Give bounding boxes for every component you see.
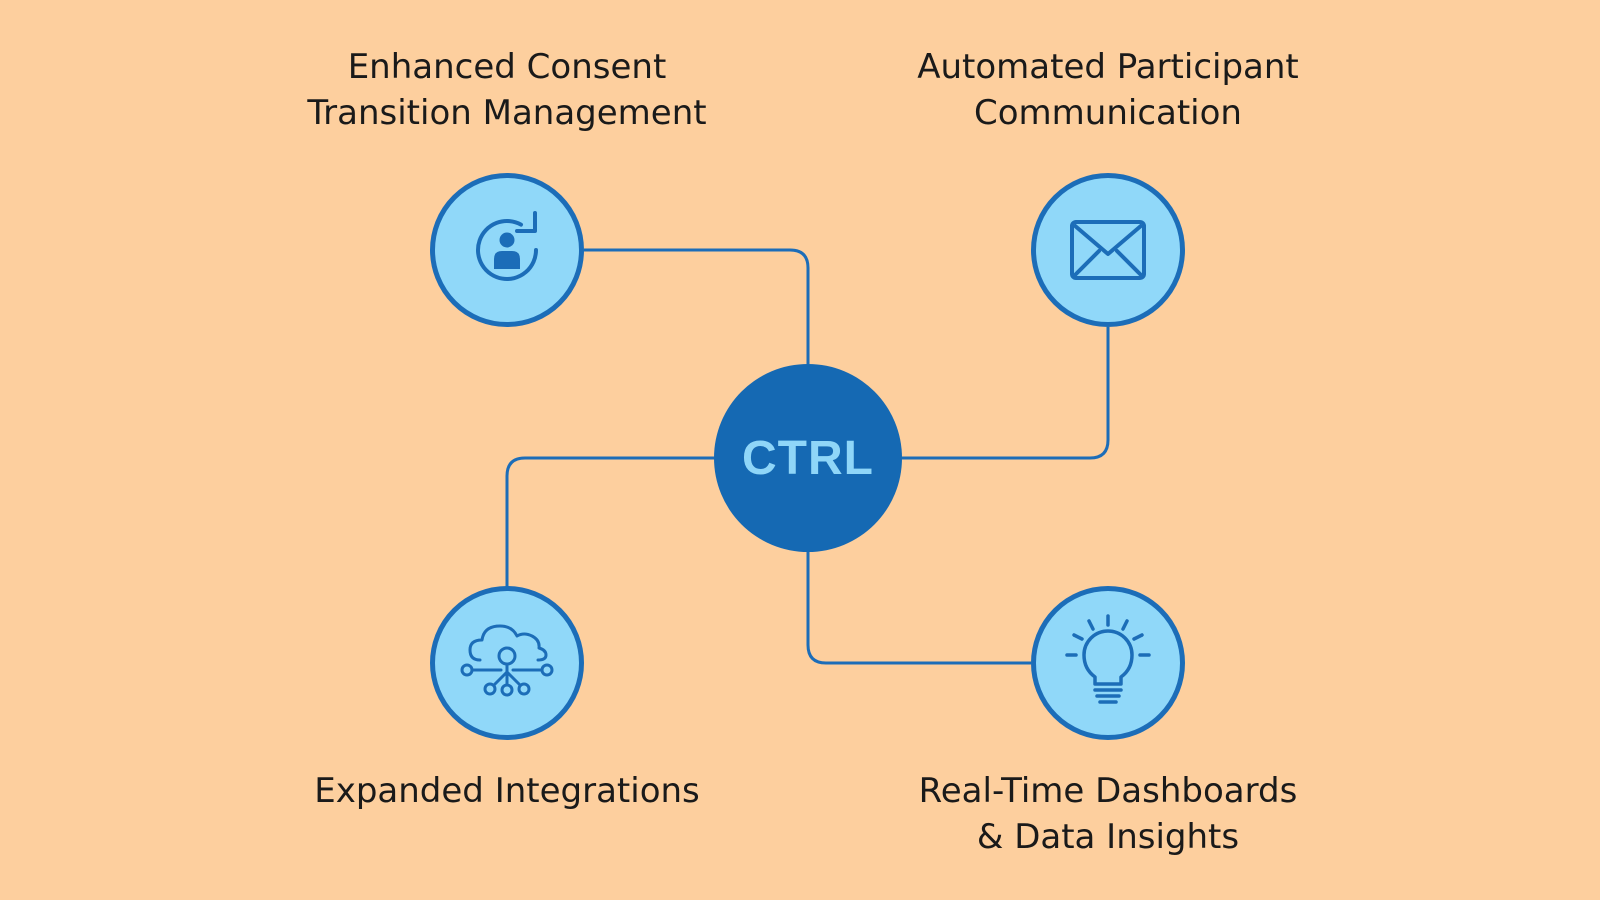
feature-node-integrations (430, 586, 584, 740)
feature-label-line: Communication (974, 93, 1242, 133)
hub-label: CTRL (742, 431, 874, 485)
connector-integrations (505, 456, 714, 587)
feature-node-communication (1031, 173, 1185, 327)
connector-dashboards (806, 552, 1031, 665)
user-refresh-icon (476, 211, 538, 281)
connector-consent (584, 248, 810, 364)
feature-label-line: Transition Management (307, 93, 707, 133)
feature-label-communication: Automated Participant Communication (868, 44, 1348, 136)
feature-label-consent: Enhanced Consent Transition Management (267, 44, 747, 136)
envelope-icon (1070, 220, 1146, 280)
feature-node-dashboards (1031, 586, 1185, 740)
feature-label-dashboards: Real-Time Dashboards & Data Insights (868, 768, 1348, 860)
feature-label-integrations: Expanded Integrations (267, 768, 747, 814)
feature-label-line: Real-Time Dashboards (918, 771, 1298, 811)
ctrl-hub: CTRL (714, 364, 902, 552)
feature-label-line: Expanded Integrations (314, 771, 700, 811)
feature-label-line: Automated Participant (917, 47, 1299, 87)
cloud-network-icon (460, 624, 554, 697)
connector-communication (902, 327, 1110, 460)
feature-node-consent (430, 173, 584, 327)
feature-label-line: & Data Insights (976, 817, 1240, 857)
lightbulb-icon (1065, 614, 1151, 704)
feature-label-line: Enhanced Consent (347, 47, 667, 87)
